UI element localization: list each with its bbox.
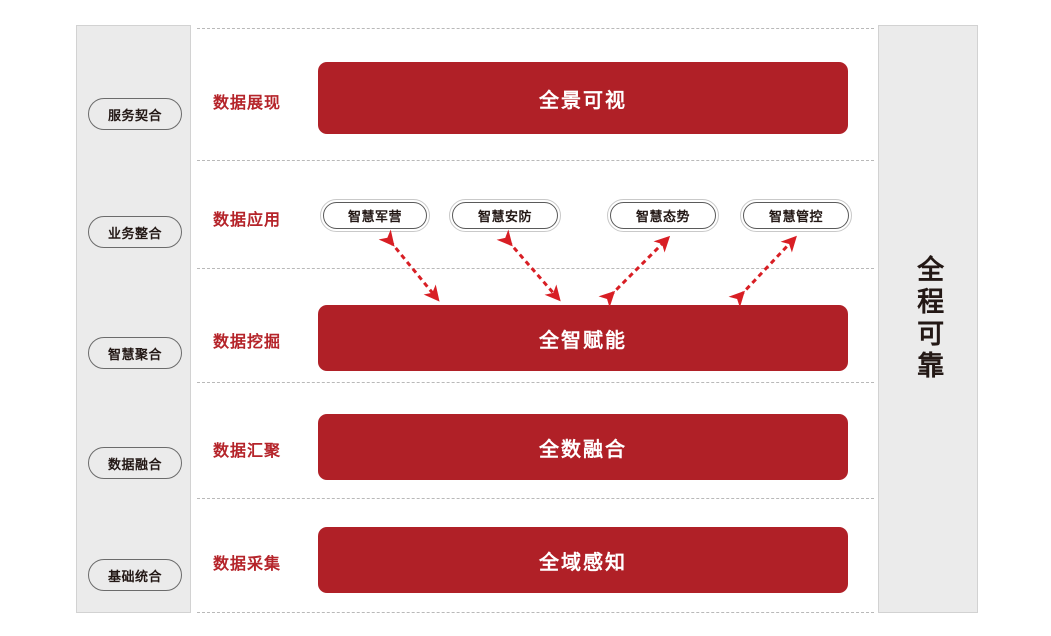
capability-bar-panoramic-visibility[interactable]: 全景可视 bbox=[318, 62, 848, 134]
stage-pill-label: 智慧聚合 bbox=[107, 346, 162, 362]
row-label-data-presentation: 数据展现 bbox=[213, 95, 282, 112]
capability-bar-label: 全域感知 bbox=[539, 551, 627, 574]
app-pill-smart-security[interactable]: 智慧安防 bbox=[449, 199, 561, 232]
capability-bar-label: 全数融合 bbox=[539, 438, 627, 461]
capability-bar-label: 全智赋能 bbox=[539, 329, 627, 352]
app-pill-inner: 智慧军营 bbox=[323, 202, 427, 229]
app-pill-smart-barracks[interactable]: 智慧军营 bbox=[320, 199, 430, 232]
app-pill-inner: 智慧安防 bbox=[452, 202, 558, 229]
stage-pill-label: 业务整合 bbox=[107, 225, 162, 241]
separator-row4-5 bbox=[197, 498, 874, 499]
row-label-data-collection: 数据采集 bbox=[213, 556, 282, 573]
stage-pill-fuwuqihe[interactable]: 服务契合 bbox=[88, 98, 182, 130]
separator-top bbox=[197, 28, 874, 29]
capability-bar-full-data-fusion[interactable]: 全数融合 bbox=[318, 414, 848, 480]
stage-pill-zhihuijuhe[interactable]: 智慧聚合 bbox=[88, 337, 182, 369]
separator-row3-4 bbox=[197, 382, 874, 383]
stage-pill-label: 数据融合 bbox=[107, 456, 162, 472]
row-label-data-mining: 数据挖掘 bbox=[213, 334, 282, 351]
separator-bottom bbox=[197, 612, 874, 613]
app-pill-inner: 智慧管控 bbox=[743, 202, 849, 229]
capability-bar-full-domain-sensing[interactable]: 全域感知 bbox=[318, 527, 848, 593]
app-pill-label: 智慧军营 bbox=[347, 209, 402, 224]
right-reliability-panel: 全程可靠 bbox=[878, 25, 978, 613]
stage-pill-label: 服务契合 bbox=[107, 107, 162, 123]
stage-pill-shujuronghe[interactable]: 数据融合 bbox=[88, 447, 182, 479]
app-pill-label: 智慧安防 bbox=[477, 209, 532, 224]
row-label-data-aggregation: 数据汇聚 bbox=[213, 443, 282, 460]
app-pill-label: 智慧管控 bbox=[768, 209, 823, 224]
row-label-data-application: 数据应用 bbox=[213, 212, 282, 229]
stage-pill-label: 基础统合 bbox=[107, 568, 162, 584]
stage-pill-jichutonghe[interactable]: 基础统合 bbox=[88, 559, 182, 591]
app-pill-label: 智慧态势 bbox=[635, 209, 690, 224]
app-pill-inner: 智慧态势 bbox=[610, 202, 716, 229]
right-panel-text: 全程可靠 bbox=[879, 26, 977, 612]
app-pill-smart-control[interactable]: 智慧管控 bbox=[740, 199, 852, 232]
capability-bar-label: 全景可视 bbox=[539, 89, 627, 112]
app-pill-smart-situation[interactable]: 智慧态势 bbox=[607, 199, 719, 232]
right-panel-label: 全程可靠 bbox=[913, 255, 944, 383]
separator-row1-2 bbox=[197, 160, 874, 161]
separator-row2-3 bbox=[197, 268, 874, 269]
left-stage-panel: 服务契合 业务整合 智慧聚合 数据融合 基础统合 bbox=[76, 25, 191, 613]
stage-pill-yewuzhenghe[interactable]: 业务整合 bbox=[88, 216, 182, 248]
capability-bar-full-intelligence[interactable]: 全智赋能 bbox=[318, 305, 848, 371]
